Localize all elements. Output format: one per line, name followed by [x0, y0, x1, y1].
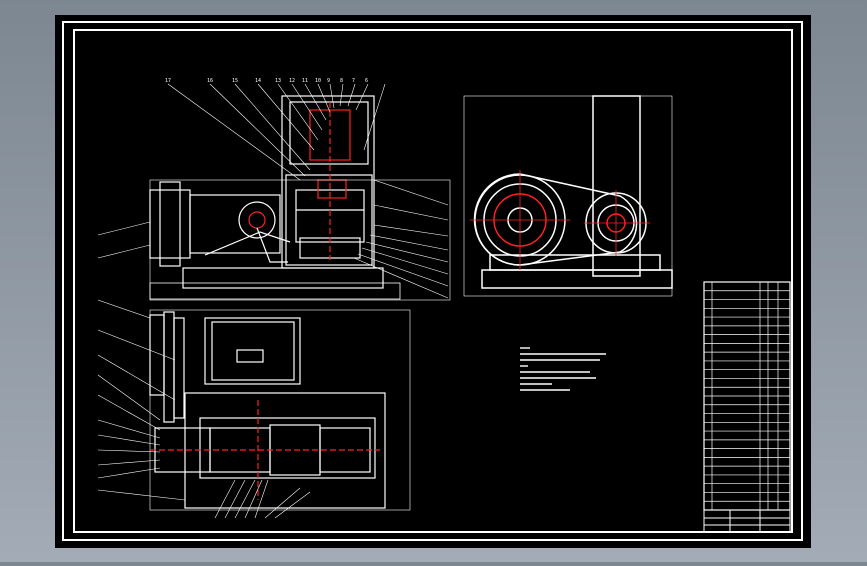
balloon-label: 10: [315, 78, 321, 84]
technical-notes: [520, 347, 606, 391]
drawing-sheet: [55, 15, 811, 548]
balloon-label: 8: [340, 78, 343, 84]
inner-border: [73, 29, 793, 533]
balloon-labels: 17 16 15 14 13 12 11 10 9 8 7 6: [165, 78, 368, 84]
balloon-label: 9: [327, 78, 330, 84]
leader-lines-left: [97, 221, 186, 501]
balloon-label: 6: [365, 78, 368, 84]
leader-lines-top: [167, 83, 386, 181]
parts-list-table: [703, 281, 791, 511]
title-block: [703, 509, 791, 533]
leader-lines-right: [353, 179, 449, 299]
balloon-label: 15: [232, 78, 238, 84]
balloon-label: 7: [352, 78, 355, 84]
balloon-label: 13: [275, 78, 281, 84]
outer-border: [62, 21, 803, 541]
side-view: [463, 95, 673, 297]
balloon-label: 12: [289, 78, 295, 84]
top-view: [149, 309, 411, 511]
balloon-label: 17: [165, 78, 171, 84]
front-view: [149, 95, 451, 301]
leader-lines-bottom: [214, 479, 311, 519]
balloon-label: 11: [302, 78, 308, 84]
balloon-label: 14: [255, 78, 261, 84]
balloon-label: 16: [207, 78, 213, 84]
